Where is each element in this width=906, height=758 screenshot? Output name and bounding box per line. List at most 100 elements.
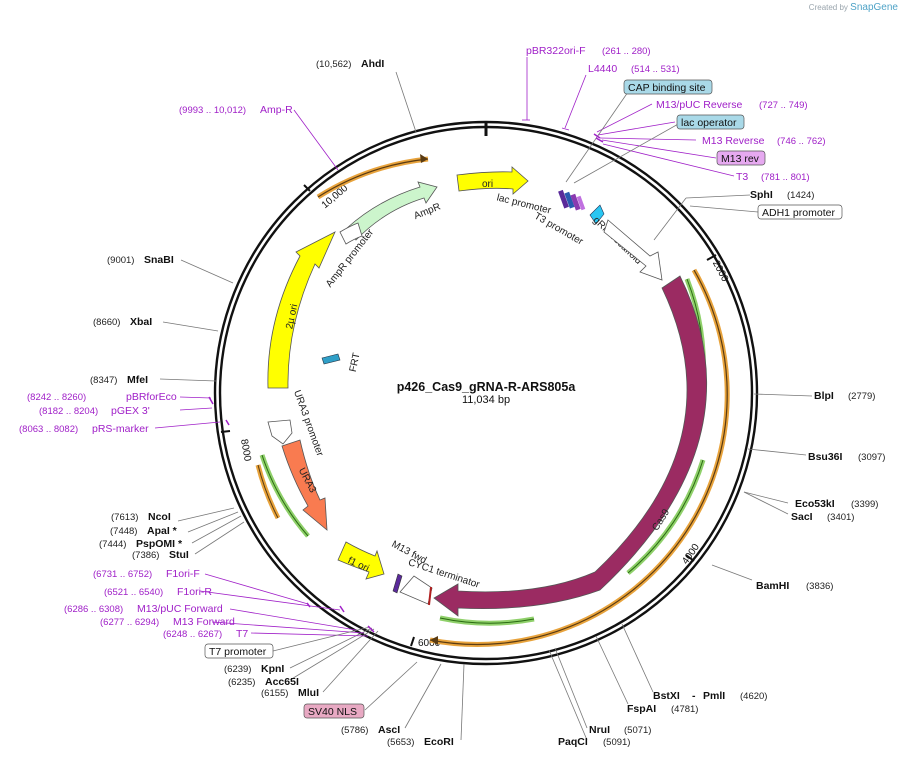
ampr-promoter-arrow bbox=[339, 222, 363, 245]
primer-t3: T3 bbox=[736, 171, 748, 183]
lac-region bbox=[558, 189, 586, 211]
primer-m13-reverse: M13 Reverse bbox=[702, 135, 765, 147]
svg-text:(6248 .. 6267): (6248 .. 6267) bbox=[163, 629, 222, 640]
svg-text:(3097): (3097) bbox=[858, 452, 885, 463]
primer-leaders bbox=[154, 57, 735, 637]
svg-text:T7 promoter: T7 promoter bbox=[209, 646, 267, 658]
ura3-promoter-arrow bbox=[267, 419, 293, 445]
frt-label: FRT bbox=[348, 352, 363, 373]
enzyme-bamhi: BamHI bbox=[756, 580, 789, 592]
svg-text:SV40 NLS: SV40 NLS bbox=[308, 706, 357, 718]
svg-text:(5091): (5091) bbox=[603, 737, 630, 748]
svg-text:6000: 6000 bbox=[418, 638, 441, 649]
enzyme-leaders bbox=[159, 71, 813, 741]
enzyme-snabi: SnaBI bbox=[144, 254, 174, 266]
snapgene-credit: Created by SnapGene bbox=[809, 2, 898, 13]
primer-marks bbox=[208, 133, 604, 633]
svg-text:(6235): (6235) bbox=[228, 677, 255, 688]
svg-text:(4781): (4781) bbox=[671, 704, 698, 715]
f1-ori-arrow bbox=[337, 541, 385, 580]
m13-fwd-marker bbox=[392, 573, 403, 594]
box-m13-rev: M13 rev bbox=[716, 150, 766, 166]
enzyme-mfei: MfeI bbox=[127, 374, 148, 386]
enzyme-sphi: SphI bbox=[750, 189, 773, 201]
enzyme-pmli-sep: - bbox=[692, 690, 696, 702]
other-leaders bbox=[272, 91, 759, 711]
svg-text:(7613): (7613) bbox=[111, 512, 138, 523]
svg-text:(781 .. 801): (781 .. 801) bbox=[761, 172, 810, 183]
box-t7-promoter: T7 promoter bbox=[204, 643, 274, 659]
backbone bbox=[213, 120, 759, 666]
boxed-labels: CAP binding site lac operator M13 rev AD… bbox=[204, 79, 843, 719]
plasmid-name: p426_Cas9_gRNA-R-ARS805a bbox=[397, 380, 577, 394]
svg-text:CAP binding site: CAP binding site bbox=[628, 82, 706, 94]
svg-text:(8347): (8347) bbox=[90, 375, 117, 386]
tick-6000: 6000 bbox=[410, 636, 441, 649]
box-sv40-nls: SV40 NLS bbox=[303, 703, 365, 719]
svg-text:(8182 .. 8204): (8182 .. 8204) bbox=[39, 406, 98, 417]
enzyme-nrui: NruI bbox=[589, 724, 610, 736]
svg-text:(3836): (3836) bbox=[806, 581, 833, 592]
primer-m13-puc-forward: M13/pUC Forward bbox=[137, 603, 223, 615]
primer-amp-r: Amp-R bbox=[260, 104, 293, 116]
primer-labels: pBR322ori-F (261 .. 280) L4440 (514 .. 5… bbox=[19, 45, 826, 640]
svg-text:M13 rev: M13 rev bbox=[721, 153, 760, 165]
box-adh1-promoter: ADH1 promoter bbox=[757, 204, 843, 220]
primer-f1ori-f: F1ori-F bbox=[166, 568, 200, 580]
enzyme-labels: AhdI (10,562) SphI (1424) SnaBI (9001) X… bbox=[90, 58, 885, 748]
svg-text:(261 .. 280): (261 .. 280) bbox=[602, 46, 651, 57]
enzyme-bstxi: BstXI bbox=[653, 690, 680, 702]
primer-prs-marker: pRS-marker bbox=[92, 423, 149, 435]
svg-text:(6155): (6155) bbox=[261, 688, 288, 699]
enzyme-pspomi: PspOMI * bbox=[136, 538, 183, 550]
svg-text:(1424): (1424) bbox=[787, 190, 814, 201]
svg-text:(6521 .. 6540): (6521 .. 6540) bbox=[104, 587, 163, 598]
primer-m13-puc-reverse: M13/pUC Reverse bbox=[656, 99, 743, 111]
svg-text:(5653): (5653) bbox=[387, 737, 414, 748]
svg-text:(746 .. 762): (746 .. 762) bbox=[777, 136, 826, 147]
orf-cas9 bbox=[429, 269, 728, 646]
svg-text:(8660): (8660) bbox=[93, 317, 120, 328]
svg-text:(6286 .. 6308): (6286 .. 6308) bbox=[64, 604, 123, 615]
enzyme-saci: SacI bbox=[791, 511, 813, 523]
svg-text:(8242 .. 8260): (8242 .. 8260) bbox=[27, 392, 86, 403]
enzyme-eco53ki: Eco53kI bbox=[795, 498, 835, 510]
svg-text:(6239): (6239) bbox=[224, 664, 251, 675]
primer-f1ori-r: F1ori-R bbox=[177, 586, 212, 598]
enzyme-asci: AscI bbox=[378, 724, 400, 736]
svg-text:(3399): (3399) bbox=[851, 499, 878, 510]
svg-text:(5071): (5071) bbox=[624, 725, 651, 736]
ori-arrow bbox=[456, 166, 529, 195]
svg-text:(3401): (3401) bbox=[827, 512, 854, 523]
svg-text:(2779): (2779) bbox=[848, 391, 875, 402]
svg-text:(514 .. 531): (514 .. 531) bbox=[631, 64, 680, 75]
enzyme-fspai: FspAI bbox=[627, 703, 656, 715]
primer-l4440: L4440 bbox=[588, 63, 617, 75]
box-cap-binding-site: CAP binding site bbox=[623, 79, 713, 95]
enzyme-ncoi: NcoI bbox=[148, 511, 171, 523]
svg-text:(7448): (7448) bbox=[110, 526, 137, 537]
plasmid-length: 11,034 bp bbox=[462, 394, 510, 406]
enzyme-ecori: EcoRI bbox=[424, 736, 454, 748]
cas9-arrow bbox=[433, 275, 707, 617]
svg-text:(9993 .. 10,012): (9993 .. 10,012) bbox=[179, 105, 246, 116]
adh1-promoter-arrow bbox=[603, 219, 663, 281]
enzyme-blpi: BlpI bbox=[814, 390, 834, 402]
enzyme-kpni: KpnI bbox=[261, 663, 284, 675]
svg-text:(5786): (5786) bbox=[341, 725, 368, 736]
enzyme-ahdi: AhdI bbox=[361, 58, 384, 70]
svg-text:(6731 .. 6752): (6731 .. 6752) bbox=[93, 569, 152, 580]
center-label: p426_Cas9_gRNA-R-ARS805a 11,034 bp bbox=[397, 380, 577, 406]
two-mu-ori-label: 2µ ori bbox=[284, 303, 300, 330]
box-lac-operator: lac operator bbox=[676, 114, 745, 130]
svg-text:(7444): (7444) bbox=[99, 539, 126, 550]
ura3-arrow bbox=[281, 439, 328, 531]
svg-text:(8063 .. 8082): (8063 .. 8082) bbox=[19, 424, 78, 435]
enzyme-acc65i: Acc65I bbox=[265, 676, 299, 688]
svg-text:(9001): (9001) bbox=[107, 255, 134, 266]
grna-scaffold-arrow bbox=[589, 204, 605, 225]
enzyme-bsu36i: Bsu36I bbox=[808, 451, 843, 463]
cyc1-terminator-arrow bbox=[399, 575, 433, 605]
credit-prefix: Created by bbox=[808, 3, 848, 12]
